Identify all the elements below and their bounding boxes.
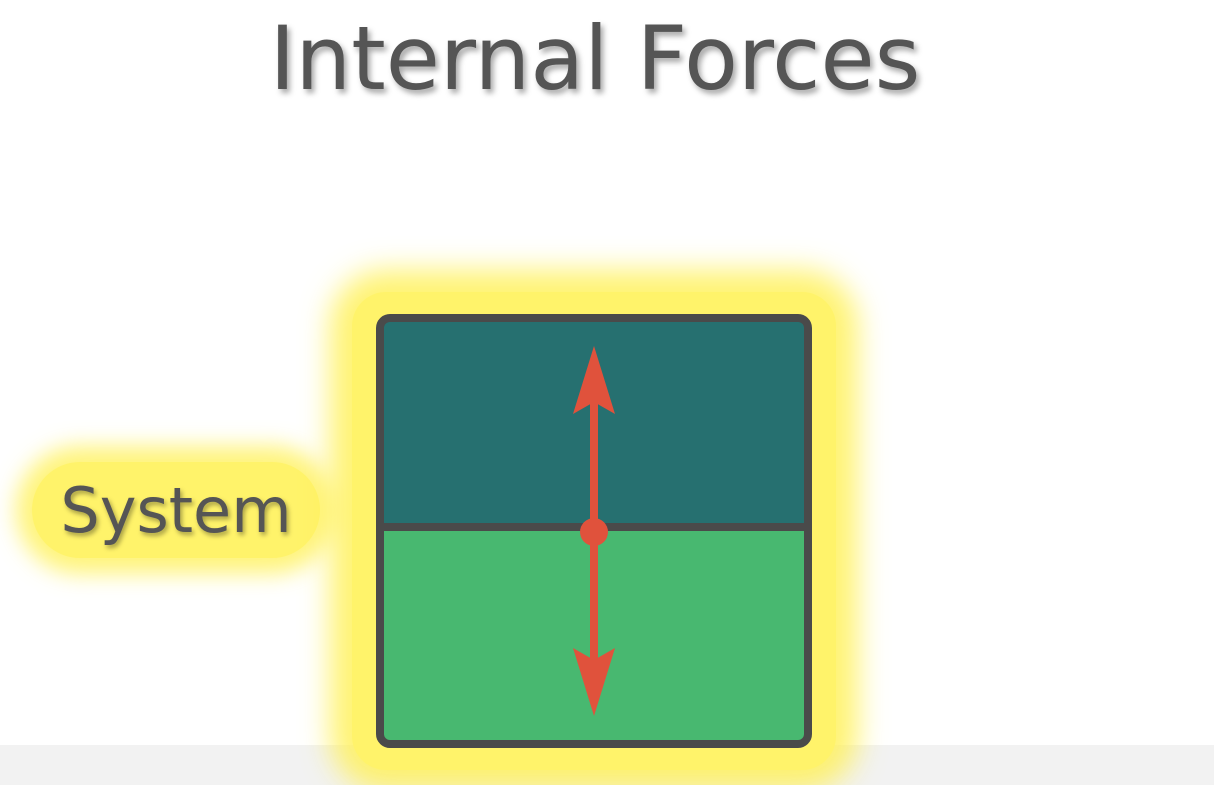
arrow-up-icon xyxy=(573,346,615,532)
page-title: Internal Forces xyxy=(269,7,921,110)
dot-icon xyxy=(580,518,608,546)
arrow-down-icon xyxy=(573,532,615,716)
system-label: System xyxy=(60,473,292,547)
system-label-highlight: System xyxy=(32,462,320,558)
